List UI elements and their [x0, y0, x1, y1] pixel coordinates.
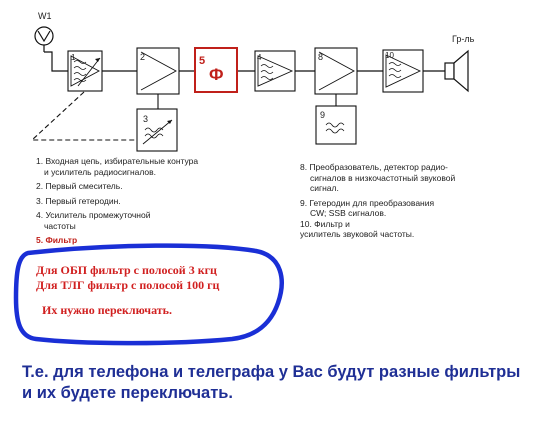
conclusion-text: Т.е. для телефона и телеграфа у Вас буду…: [22, 363, 521, 402]
block-8-detector: 8: [314, 47, 358, 95]
block-9-bfo: 9: [315, 105, 357, 145]
block-2-number: 2: [140, 52, 145, 62]
speaker-label: Гр-ль: [452, 34, 475, 44]
note-line-switch: Их нужно переключать.: [42, 303, 173, 317]
block-4-if-amplifier: 4: [254, 50, 296, 92]
block-9-number: 9: [320, 110, 325, 120]
speaker-icon: [444, 49, 469, 93]
legend-item-4: 4. Усилитель промежуточной: [36, 210, 151, 220]
block-1-number: 1: [71, 53, 76, 62]
legend-item-5: 5. Фильтр: [36, 235, 78, 245]
block-10-af-amplifier: 10: [382, 49, 424, 93]
legend-item-1-cont: и усилитель радиосигналов.: [44, 166, 157, 177]
block-10-number: 10: [385, 51, 394, 60]
legend-item-2: 2. Первый смеситель.: [36, 181, 123, 191]
antenna-icon: [34, 26, 68, 72]
block-2-first-mixer: 2: [136, 47, 180, 95]
note-line-cw: Для ТЛГ фильтр с полосой 100 гц: [36, 278, 220, 292]
block-3-local-oscillator: 3: [136, 108, 178, 152]
legend-item-4-cont: частоты: [44, 220, 76, 231]
legend-item-8: 8. Преобразователь, детектор радио-: [300, 162, 448, 172]
block-5-number: 5: [199, 55, 205, 67]
note-line-ssb: Для ОБП фильтр с полосой 3 кгц: [36, 263, 217, 277]
legend-item-3: 3. Первый гетеродин.: [36, 195, 121, 206]
legend-item-8-cont: сигналов в низкочастотный звуковой: [310, 172, 456, 183]
block-8-number: 8: [318, 52, 323, 62]
legend-item-10: 10. Фильтр и: [300, 218, 350, 229]
legend-item-9-cont: CW; SSB сигналов.: [310, 208, 387, 218]
antenna-label: W1: [38, 11, 52, 21]
block-1-input-circuit: 1: [67, 50, 103, 92]
filter-note: Для ОБП фильтр с полосой 3 кгц Для ТЛГ ф…: [36, 263, 219, 318]
legend-item-9: 9. Гетеродин для преобразования: [300, 197, 435, 208]
block-3-number: 3: [143, 114, 148, 124]
legend-item-1: 1. Входная цепь, избирательные контура: [36, 156, 199, 166]
legend-left: 1. Входная цепь, избирательные контура и…: [36, 156, 198, 246]
dashed-tuning-link: [30, 91, 137, 141]
block-4-number: 4: [257, 53, 262, 62]
filter-symbol: Ф: [209, 65, 224, 84]
note-frame: [13, 243, 284, 346]
legend-item-8-cont2: сигнал.: [310, 183, 339, 193]
legend-item-10-cont: усилитель звуковой частоты.: [300, 229, 415, 239]
block-5-filter: 5 Ф: [194, 47, 238, 93]
legend-right: 8. Преобразователь, детектор радио- сигн…: [300, 162, 455, 240]
